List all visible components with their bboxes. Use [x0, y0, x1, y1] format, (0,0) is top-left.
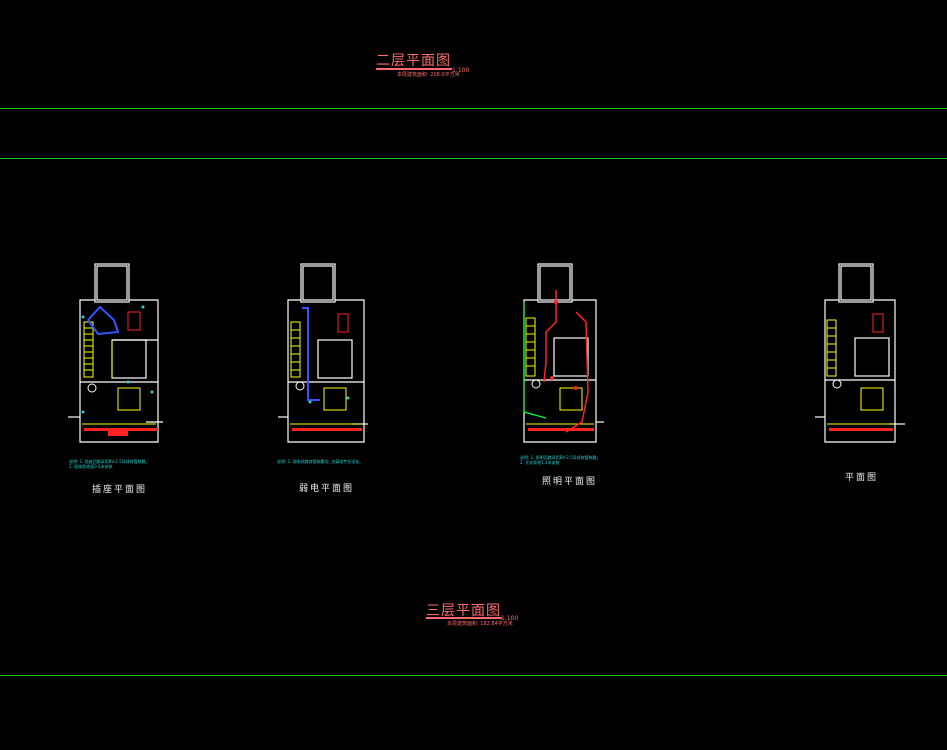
top-title-underline	[376, 68, 452, 70]
plan-note-lighting: 说明: 1. 照明回路采用BV-2.5导线穿管暗敷。 2. 开关距地1.3米安装	[520, 455, 601, 465]
bottom-section-title: 三层平面图	[426, 603, 501, 619]
plan-caption-lighting: 照明平面图	[542, 477, 598, 487]
frame-line-bottom	[0, 675, 947, 676]
top-section-title: 二层平面图	[376, 53, 451, 69]
bottom-area-note: 本层建筑面积: 182.84平方米	[447, 621, 513, 627]
top-scale: 1:100	[452, 67, 470, 74]
frame-line-middle	[0, 158, 947, 159]
floor-plan-socket	[68, 263, 163, 443]
floor-plan-lighting	[523, 263, 604, 443]
top-area-note: 本层建筑面积: 208.0平方米	[397, 72, 460, 78]
plan-note-weak-current-line1: 说明: 1. 弱电线路穿管暗敷设, 由弱电专业深化。	[277, 459, 364, 464]
plan-note-lighting-line1: 说明: 1. 照明回路采用BV-2.5导线穿管暗敷。	[520, 455, 601, 460]
plan-note-weak-current: 说明: 1. 弱电线路穿管暗敷设, 由弱电专业深化。	[277, 459, 363, 464]
floor-plan-weak-current	[278, 263, 368, 443]
plan-caption-weak-current: 弱电平面图	[299, 484, 355, 494]
plan-note-socket-line2: 2. 插座距地面0.3米安装	[69, 464, 113, 469]
plan-note-lighting-line2: 2. 开关距地1.3米安装	[520, 460, 560, 465]
plan-note-socket: 说明: 1. 插座回路采用BV-2.5导线穿管暗敷。 2. 插座距地面0.3米安…	[69, 459, 150, 469]
frame-line-top	[0, 108, 947, 109]
floor-plan-base	[815, 263, 905, 443]
plan-caption-base: 平面图	[845, 473, 879, 483]
bottom-scale: 1:100	[501, 615, 519, 622]
plan-note-socket-line1: 说明: 1. 插座回路采用BV-2.5导线穿管暗敷。	[69, 459, 150, 464]
plan-caption-socket: 插座平面图	[92, 485, 148, 495]
bottom-title-underline	[426, 617, 502, 619]
